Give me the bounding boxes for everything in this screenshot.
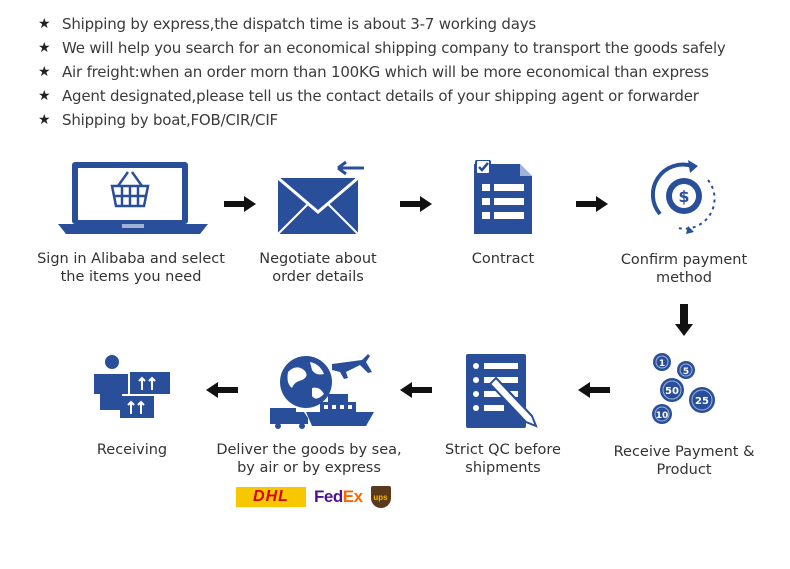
arrow-left-icon [400, 382, 432, 398]
envelope-icon [277, 160, 364, 235]
svg-text:10: 10 [656, 411, 669, 421]
step-receive-payment-label: Receive Payment & Product [613, 444, 755, 478]
arrow-left-icon [578, 382, 610, 398]
svg-text:1: 1 [659, 359, 665, 369]
dhl-logo: DHL [236, 487, 306, 507]
star-icon: ★ [38, 112, 51, 128]
fedex-logo: FedEx [314, 487, 363, 506]
svg-text:50: 50 [665, 386, 679, 397]
arrow-left-icon [206, 382, 238, 398]
payment-method-icon: $ [650, 160, 716, 234]
step-deliver-label: Deliver the goods by sea, by air or by e… [216, 442, 402, 476]
note-item: ★Air freight:when an order morn than 100… [38, 63, 709, 81]
svg-text:25: 25 [695, 396, 709, 407]
carrier-logos: DHL FedEx ups [236, 486, 391, 508]
arrow-right-icon [400, 196, 432, 212]
step-sign-in-label: Sign in Alibaba and select the items you… [37, 251, 225, 285]
qc-checklist-icon [466, 354, 538, 428]
dollar-symbol: $ [678, 187, 689, 206]
arrow-right-icon [576, 196, 608, 212]
coins-icon: 1 5 50 25 10 [652, 353, 715, 424]
arrow-down-icon [675, 304, 693, 336]
contract-icon [474, 160, 532, 234]
note-item: ★We will help you search for an economic… [38, 39, 726, 57]
step-confirm-payment-label: Confirm payment method [620, 252, 748, 286]
arrow-right-icon [224, 196, 256, 212]
step-qc-label: Strict QC before shipments [445, 442, 561, 476]
note-item: ★Shipping by express,the dispatch time i… [38, 15, 536, 33]
ups-logo: ups [370, 486, 391, 508]
shipping-notes: ★Shipping by express,the dispatch time i… [38, 12, 726, 132]
svg-text:5: 5 [683, 367, 689, 377]
note-item: ★Shipping by boat,FOB/CIR/CIF [38, 111, 278, 129]
star-icon: ★ [38, 40, 51, 56]
note-item: ★Agent designated,please tell us the con… [38, 87, 699, 105]
global-shipping-icon [270, 354, 374, 429]
laptop-basket-icon [58, 162, 208, 234]
step-contract-label: Contract [471, 251, 535, 267]
star-icon: ★ [38, 64, 51, 80]
star-icon: ★ [38, 88, 51, 104]
receiving-icon [94, 355, 170, 418]
step-negotiate-label: Negotiate about order details [259, 251, 377, 285]
step-receiving-label: Receiving [96, 442, 168, 458]
star-icon: ★ [38, 16, 51, 32]
